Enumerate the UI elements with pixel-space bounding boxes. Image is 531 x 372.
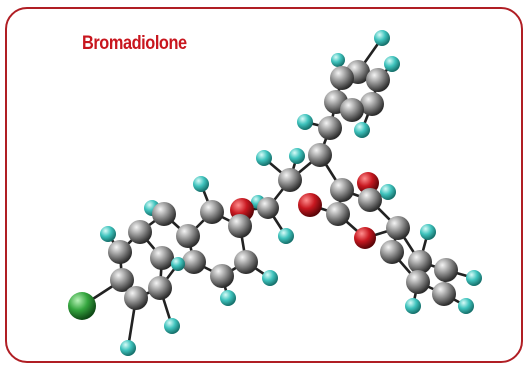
carbon-atom-c15 xyxy=(380,240,404,264)
hydrogen-atom-h11 xyxy=(420,224,436,240)
carbon-atom-c31 xyxy=(148,276,172,300)
carbon-atom-c26 xyxy=(152,202,176,226)
hydrogen-atom-h22 xyxy=(262,270,278,286)
carbon-atom-c18 xyxy=(432,282,456,306)
atom-layer xyxy=(68,30,482,356)
carbon-atom-c29 xyxy=(110,268,134,292)
hydrogen-atom-h12 xyxy=(466,270,482,286)
hydrogen-atom-h20 xyxy=(164,318,180,334)
carbon-atom-c19 xyxy=(406,270,430,294)
hydrogen-atom-h14 xyxy=(405,298,421,314)
carbon-atom-c6 xyxy=(330,66,354,90)
hydrogen-atom-h13 xyxy=(458,298,474,314)
carbon-atom-c11 xyxy=(330,178,354,202)
carbon-atom-c24 xyxy=(210,264,234,288)
hydrogen-atom-h17 xyxy=(100,226,116,242)
compound-title: Bromadiolone xyxy=(82,33,187,54)
carbon-atom-c20 xyxy=(228,214,252,238)
carbon-atom-c28 xyxy=(108,240,132,264)
hydrogen-atom-h2 xyxy=(384,56,400,72)
hydrogen-atom-h21 xyxy=(220,290,236,306)
carbon-atom-c12 xyxy=(326,202,350,226)
hydrogen-atom-h6 xyxy=(289,148,305,164)
carbon-atom-c21 xyxy=(200,200,224,224)
hydrogen-atom-h3 xyxy=(354,122,370,138)
carbon-atom-c14 xyxy=(386,216,410,240)
carbon-atom-c30 xyxy=(124,286,148,310)
hydrogen-atom-h18 xyxy=(171,257,185,271)
carbon-atom-c8 xyxy=(308,143,332,167)
hydrogen-atom-h5 xyxy=(297,114,313,130)
carbon-atom-c2 xyxy=(366,68,390,92)
hydrogen-atom-h1 xyxy=(374,30,390,46)
carbon-atom-c9 xyxy=(278,168,302,192)
oxygen-atom-o4 xyxy=(354,227,376,249)
carbon-atom-c22 xyxy=(176,224,200,248)
carbon-atom-c4 xyxy=(340,98,364,122)
hydrogen-atom-h10 xyxy=(380,184,396,200)
oxygen-atom-o2 xyxy=(298,193,322,217)
hydrogen-atom-h19 xyxy=(120,340,136,356)
carbon-atom-c27 xyxy=(128,220,152,244)
carbon-atom-c32 xyxy=(150,246,174,270)
carbon-atom-c3 xyxy=(360,92,384,116)
carbon-atom-c13 xyxy=(358,188,382,212)
bromine-atom-br xyxy=(68,292,96,320)
carbon-atom-c25 xyxy=(234,250,258,274)
oxygen-atom-o3 xyxy=(357,172,379,194)
hydrogen-atom-h7 xyxy=(256,150,272,166)
carbon-atom-c17 xyxy=(434,258,458,282)
hydrogen-atom-h15 xyxy=(193,176,209,192)
carbon-atom-c16 xyxy=(408,250,432,274)
carbon-atom-c23 xyxy=(182,250,206,274)
hydrogen-atom-h8 xyxy=(278,228,294,244)
hydrogen-atom-h4 xyxy=(331,53,345,67)
carbon-atom-c10 xyxy=(257,197,279,219)
carbon-atom-c7 xyxy=(318,116,342,140)
